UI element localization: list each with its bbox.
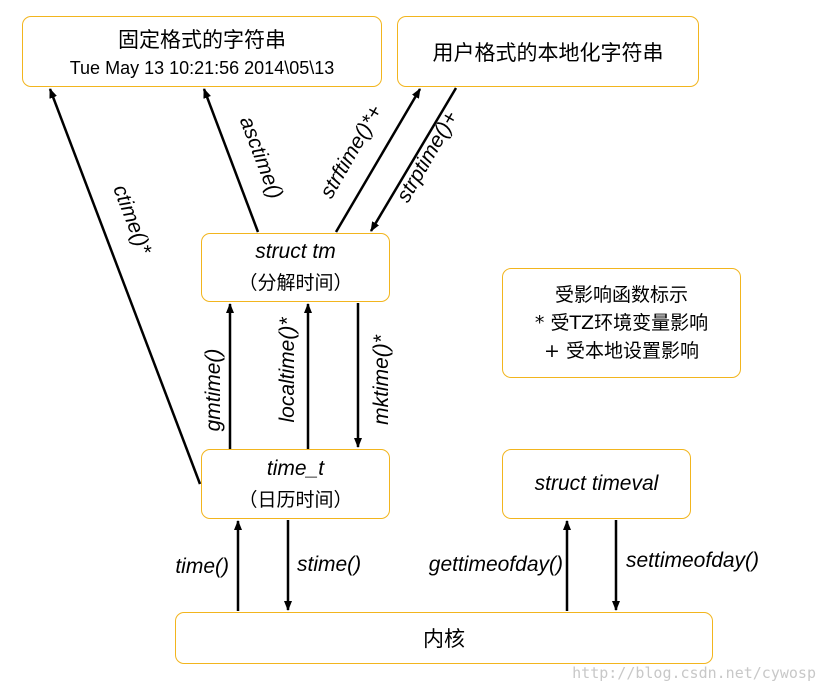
legend-title: 受影响函数标示 [554, 284, 688, 306]
settimeofday-label: settimeofday() [626, 549, 759, 572]
strftime-label: strftime()*+ [316, 101, 388, 202]
mktime-label: mktime()* [370, 334, 393, 425]
legend-locale-note: + 受本地设置影响 [544, 340, 699, 362]
gettimeofday-label: gettimeofday() [429, 553, 563, 576]
fixed-format-string-box: 固定格式的字符串 Tue May 13 10:21:56 2014\05\13 [22, 16, 382, 87]
stime-label: stime() [297, 553, 361, 576]
watermark: http://blog.csdn.net/cywosp [572, 664, 816, 682]
time-t-title: time_t [266, 456, 325, 480]
ctime-arrow [48, 88, 202, 485]
fixed-format-string-example: Tue May 13 10:21:56 2014\05\13 [69, 58, 335, 78]
legend-box: 受影响函数标示 * 受TZ环境变量影响 + 受本地设置影响 [502, 268, 741, 378]
localtime-label: localtime()* [276, 317, 299, 423]
time-t-subtitle: （日历时间） [238, 488, 353, 511]
asctime-arrow [202, 88, 260, 233]
kernel-title: 内核 [423, 627, 465, 651]
strftime-arrow [334, 88, 422, 233]
ctime-label: ctime()* [108, 182, 156, 259]
gmtime-label: gmtime() [202, 349, 225, 432]
localized-string-title: 用户格式的本地化字符串 [432, 40, 664, 65]
struct-tm-subtitle: （分解时间） [238, 272, 353, 294]
time-t-box: time_t （日历时间） [201, 449, 390, 519]
time-label: time() [175, 555, 229, 578]
strptime-label: strptime()+ [392, 107, 462, 206]
struct-tm-box: struct tm （分解时间） [201, 233, 390, 302]
kernel-box: 内核 [175, 612, 713, 664]
localized-string-box: 用户格式的本地化字符串 [397, 16, 699, 87]
struct-timeval-box: struct timeval [502, 449, 691, 519]
struct-tm-title: struct tm [255, 240, 336, 263]
strptime-arrow [369, 87, 458, 232]
legend-tz-note: * 受TZ环境变量影响 [534, 312, 709, 334]
struct-timeval-title: struct timeval [534, 472, 659, 495]
fixed-format-string-title: 固定格式的字符串 [118, 28, 286, 52]
